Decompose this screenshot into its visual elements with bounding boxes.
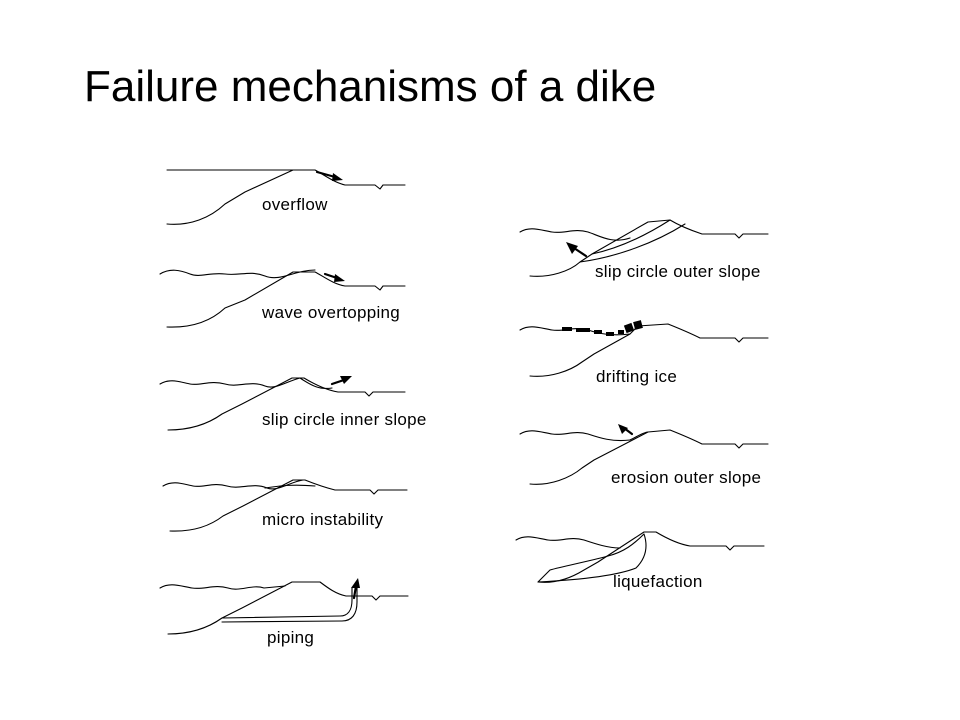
ice-block-1 <box>562 327 572 331</box>
slip-inner-arrow <box>330 378 346 386</box>
label-slip-circle-inner-slope: slip circle inner slope <box>262 410 427 429</box>
drifting-ice-drawing <box>519 320 769 377</box>
piping-water-line <box>159 584 286 590</box>
diagram-slip-circle-inner-slope: slip circle inner slope <box>159 372 470 447</box>
piping-dike-profile <box>167 581 409 635</box>
label-overflow: overflow <box>262 195 328 214</box>
slip-outer-water-line <box>519 228 631 241</box>
ice-block-7 <box>633 320 643 330</box>
erosion-arrowhead <box>618 424 628 434</box>
overflow-flow-arrow <box>315 170 337 179</box>
label-drifting-ice: drifting ice <box>596 367 678 386</box>
slip-inner-arrowhead <box>340 376 352 384</box>
ice-block-3 <box>594 330 602 334</box>
diagram-liquefaction: liquefaction <box>515 526 806 601</box>
page-title: Failure mechanisms of a dike <box>84 62 657 111</box>
diagram-micro-instability: micro instability <box>162 476 425 551</box>
slip-inner-dike-profile <box>167 377 406 431</box>
ice-block-5 <box>618 330 624 334</box>
micro-dike-profile <box>169 479 408 532</box>
label-wave-overtopping: wave overtopping <box>262 303 401 322</box>
diagram-slip-circle-outer-slope: slip circle outer slope <box>519 216 810 296</box>
ice-block-6 <box>623 322 635 334</box>
diagram-overflow: overflow <box>165 160 415 235</box>
diagram-erosion-outer-slope: erosion outer slope <box>519 422 810 497</box>
diagram-drifting-ice: drifting ice <box>519 316 800 391</box>
label-liquefaction: liquefaction <box>613 572 703 591</box>
erosion-outer-slope-drawing <box>519 424 769 485</box>
slip-inner-water-line <box>159 377 301 388</box>
ice-block-2 <box>576 328 590 332</box>
overflow-arrowhead <box>332 173 343 181</box>
ice-block-4 <box>606 332 614 336</box>
slip-outer-arrow <box>572 246 588 258</box>
slip-outer-arrowhead <box>566 242 578 254</box>
wave-overtopping-drawing <box>159 269 406 328</box>
diagram-piping: piping <box>159 576 420 651</box>
liquefaction-water-line <box>515 536 621 549</box>
drifting-ice-dike-profile <box>529 323 769 377</box>
label-erosion-outer-slope: erosion outer slope <box>611 468 762 487</box>
erosion-water-line <box>519 430 631 442</box>
liquefaction-drawing <box>515 531 765 583</box>
liquefaction-slump-outline <box>537 533 647 583</box>
micro-seepage-line <box>264 484 316 489</box>
overflow-dike-profile <box>166 169 406 225</box>
slip-circle-inner-slope-drawing <box>159 376 406 431</box>
micro-instability-drawing <box>162 479 408 532</box>
slip-outer-slip-surface <box>591 219 671 255</box>
slip-outer-slip-circle <box>579 223 686 263</box>
erosion-eroded-surface <box>629 431 649 441</box>
slip-inner-slip-surface <box>299 377 333 390</box>
label-slip-circle-outer-slope: slip circle outer slope <box>595 262 761 281</box>
micro-water-line <box>162 479 304 490</box>
wave-overtopping-water-line <box>159 269 316 279</box>
slip-circle-outer-slope-drawing <box>519 219 769 277</box>
piping-pipe-upper <box>221 587 353 619</box>
label-micro-instability: micro instability <box>262 510 384 529</box>
piping-pipe-lower <box>221 587 358 623</box>
piping-drawing <box>159 578 409 635</box>
wave-overtopping-dike-profile <box>166 271 406 328</box>
piping-arrowhead <box>351 578 360 588</box>
overflow-drawing <box>166 169 406 225</box>
erosion-dike-profile <box>529 429 769 485</box>
diagram-wave-overtopping: wave overtopping <box>159 262 445 337</box>
label-piping: piping <box>267 628 315 647</box>
wave-overtopping-arrowhead <box>334 274 345 282</box>
